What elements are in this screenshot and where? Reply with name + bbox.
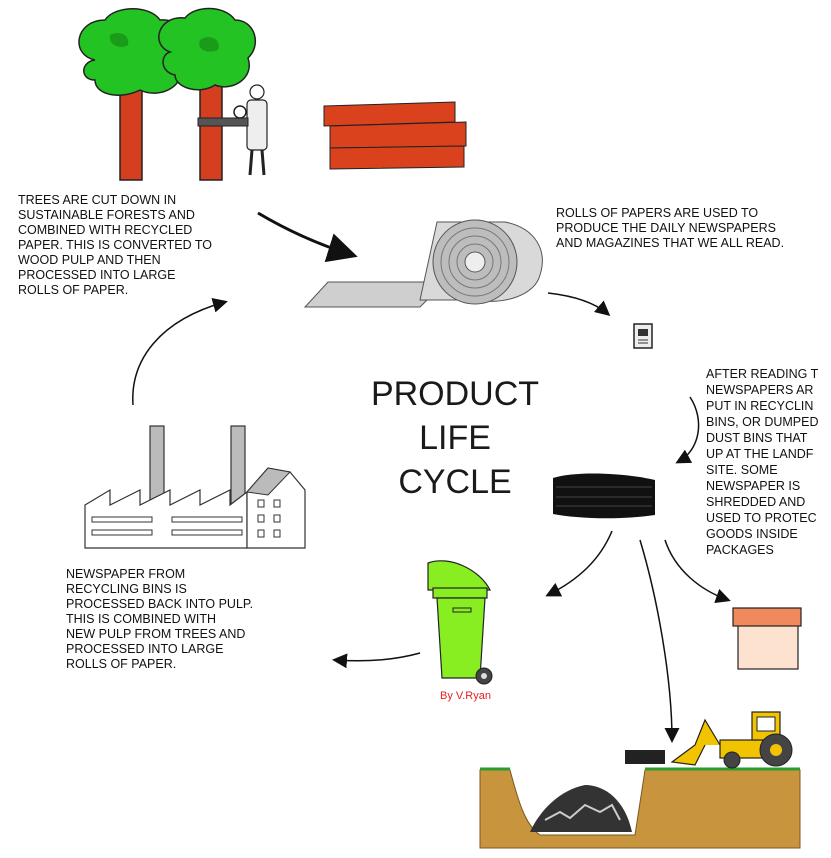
trees-caption-line: PROCESSED INTO LARGE bbox=[18, 268, 176, 282]
title-line: PRODUCT bbox=[370, 375, 540, 413]
recycling-caption-line: PROCESSED BACK INTO PULP. bbox=[66, 597, 254, 611]
newspaper-icon bbox=[633, 323, 653, 349]
cardboard-box-illustration bbox=[732, 607, 802, 670]
after-reading-caption-line: USED TO PROTEC bbox=[706, 511, 817, 525]
cycle-arrows bbox=[132, 211, 731, 743]
paper-roll-illustration bbox=[303, 219, 543, 308]
paper-bundle-illustration bbox=[553, 473, 655, 519]
recycling-caption-line: ROLLS OF PAPER. bbox=[66, 657, 177, 671]
recycling-caption-line: NEW PULP FROM TREES AND bbox=[66, 627, 246, 641]
arrow-bundle-to-box bbox=[664, 539, 731, 604]
trees-illustration bbox=[78, 7, 257, 181]
landfill-illustration bbox=[479, 750, 801, 849]
trees-caption-line: ROLLS OF PAPER. bbox=[18, 283, 129, 297]
after-reading-caption-line: PACKAGES bbox=[706, 543, 774, 557]
arrow-bin-to-recycling-text bbox=[332, 652, 421, 669]
arrow-roll-to-newspaper bbox=[547, 292, 611, 316]
recycling-caption-line: PROCESSED INTO LARGE bbox=[66, 642, 224, 656]
after-reading-caption-line: NEWSPAPERS AR bbox=[706, 383, 814, 397]
recycling-caption-line: RECYCLING BINS IS bbox=[66, 582, 187, 596]
recycling-caption-line: THIS IS COMBINED WITH bbox=[66, 612, 216, 626]
rolls-caption-line: PRODUCE THE DAILY NEWSPAPERS bbox=[556, 221, 776, 235]
arrow-bundle-to-bin bbox=[545, 530, 613, 597]
arrow-bundle-to-landfill bbox=[639, 539, 680, 743]
lumberjack-figure bbox=[197, 84, 268, 176]
digger-illustration bbox=[670, 711, 793, 769]
after-reading-caption-line: UP AT THE LANDF bbox=[706, 447, 814, 461]
title-line: LIFE bbox=[419, 419, 491, 457]
after-reading-caption-line: BINS, OR DUMPED bbox=[706, 415, 819, 429]
diagram-title: PRODUCT LIFE CYCLE bbox=[340, 372, 570, 504]
after-reading-caption-line: PUT IN RECYCLIN bbox=[706, 399, 814, 413]
author-credit: By V.Ryan bbox=[440, 690, 491, 702]
recycling-caption: NEWSPAPER FROM RECYCLING BINS IS PROCESS… bbox=[66, 567, 253, 672]
title-line: CYCLE bbox=[398, 463, 512, 501]
timber-planks-illustration bbox=[323, 101, 467, 170]
rolls-caption-line: AND MAGAZINES THAT WE ALL READ. bbox=[556, 236, 785, 250]
trees-caption: TREES ARE CUT DOWN IN SUSTAINABLE FOREST… bbox=[18, 193, 212, 298]
arrow-factory-to-trees-text bbox=[132, 297, 228, 406]
recycling-bin-illustration bbox=[427, 560, 493, 685]
trees-caption-line: SUSTAINABLE FORESTS AND bbox=[18, 208, 195, 222]
trees-caption-line: COMBINED WITH RECYCLED bbox=[18, 223, 193, 237]
rolls-caption-line: ROLLS OF PAPERS ARE USED TO bbox=[556, 206, 759, 220]
recycling-caption-line: NEWSPAPER FROM bbox=[66, 567, 186, 581]
after-reading-caption-line: NEWSPAPER IS bbox=[706, 479, 801, 493]
arrow-trees-to-roll bbox=[257, 211, 358, 263]
after-reading-caption-line: SHREDDED AND bbox=[706, 495, 806, 509]
arrow-text-to-bundle bbox=[675, 396, 700, 464]
after-reading-caption-line: GOODS INSIDE bbox=[706, 527, 798, 541]
factory-illustration bbox=[84, 425, 306, 549]
after-reading-caption-line: DUST BINS THAT bbox=[706, 431, 808, 445]
after-reading-caption-line: SITE. SOME bbox=[706, 463, 778, 477]
trees-caption-line: TREES ARE CUT DOWN IN bbox=[18, 193, 177, 207]
trees-caption-line: PAPER. THIS IS CONVERTED TO bbox=[18, 238, 213, 252]
after-reading-caption-line: AFTER READING T bbox=[706, 367, 819, 381]
rolls-caption: ROLLS OF PAPERS ARE USED TO PRODUCE THE … bbox=[556, 206, 784, 251]
trees-caption-line: WOOD PULP AND THEN bbox=[18, 253, 161, 267]
after-reading-caption: AFTER READING T NEWSPAPERS AR PUT IN REC… bbox=[706, 366, 819, 558]
